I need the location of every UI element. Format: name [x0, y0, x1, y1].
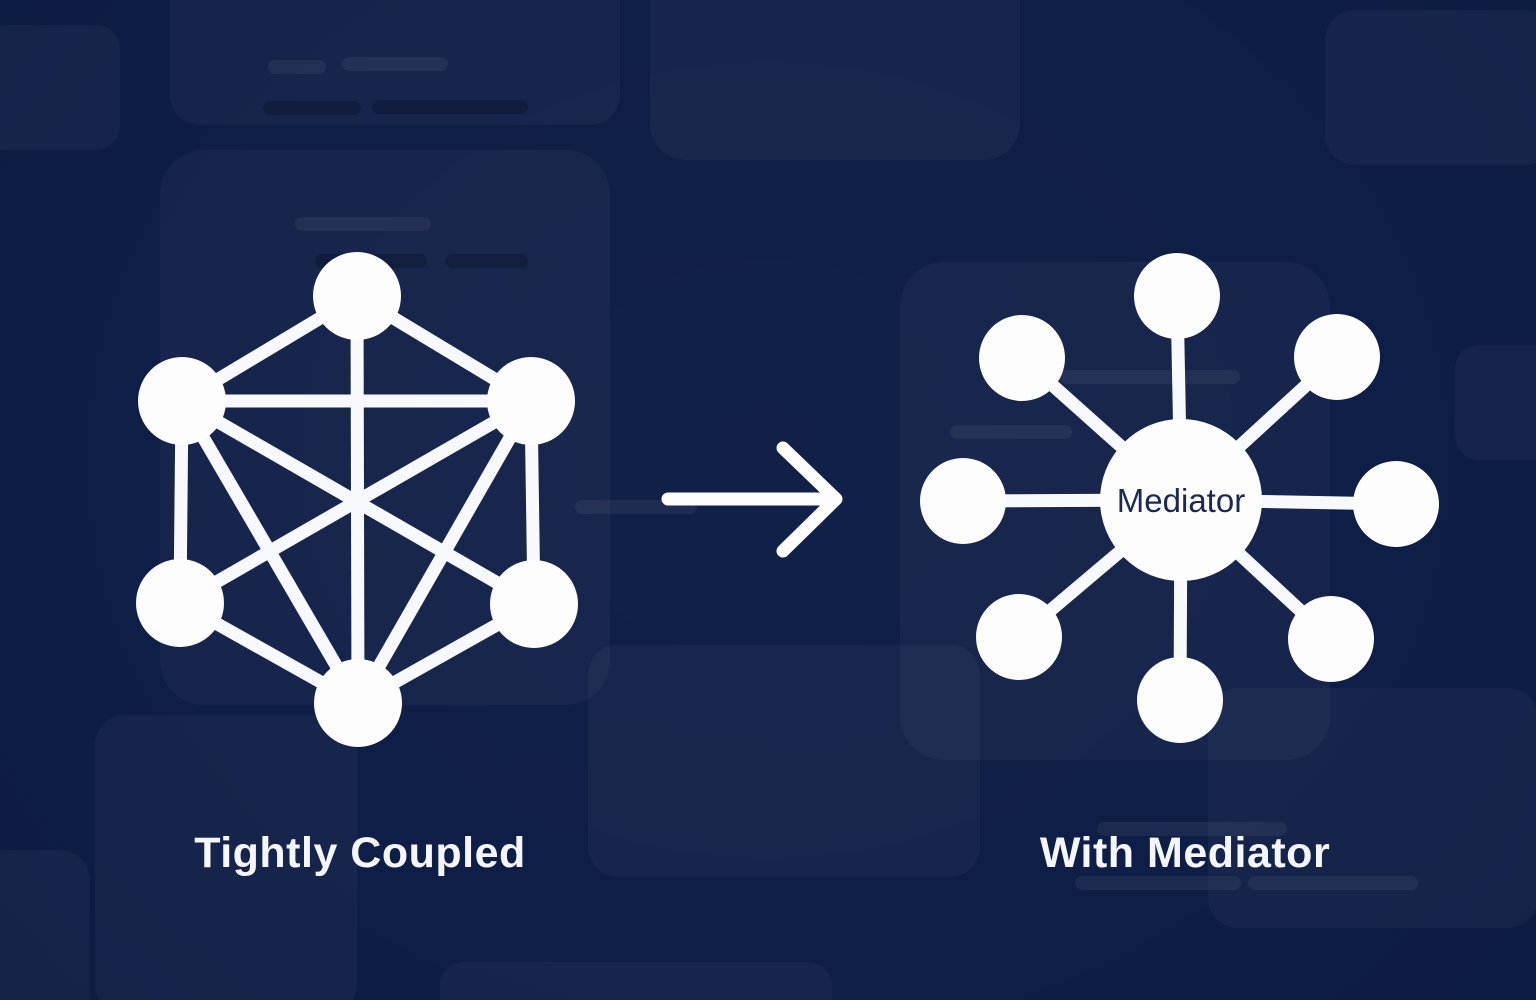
component-node: [487, 357, 575, 445]
background-skeleton-pill: [372, 100, 528, 114]
component-node: [314, 659, 402, 747]
coupling-edge: [176, 395, 535, 609]
background-skeleton-pill: [446, 254, 528, 268]
component-node: [920, 458, 1006, 544]
background-skeleton-pill: [1248, 876, 1418, 890]
component-node: [313, 252, 401, 340]
background-skeleton-pill: [263, 101, 361, 115]
component-node: [138, 357, 226, 445]
mediator-graph: [920, 253, 1439, 743]
component-node: [490, 560, 578, 648]
background-skeleton-pill: [1060, 370, 1240, 384]
background-skeleton-pill: [295, 217, 431, 231]
component-node: [1288, 596, 1374, 682]
background-skeleton-pill: [1075, 876, 1241, 890]
component-node: [136, 559, 224, 647]
tightly-coupled-graph: [136, 252, 578, 747]
mediator-hub-node: [1100, 419, 1262, 581]
mediator-center-label: Mediator: [1117, 482, 1245, 519]
background-skeleton-pill: [268, 60, 326, 74]
component-node: [1353, 461, 1439, 547]
component-node: [979, 315, 1065, 401]
background-skeleton-pill: [342, 57, 448, 71]
component-node: [1137, 657, 1223, 743]
background-skeleton-pill: [1097, 822, 1287, 836]
component-node: [1134, 253, 1220, 339]
background-skeleton-pill: [950, 425, 1072, 439]
component-node: [976, 594, 1062, 680]
right-diagram-caption: With Mediator: [1039, 829, 1331, 877]
left-diagram-caption: Tightly Coupled: [194, 829, 526, 877]
component-node: [1294, 314, 1380, 400]
arrow-right-icon: [661, 441, 843, 558]
